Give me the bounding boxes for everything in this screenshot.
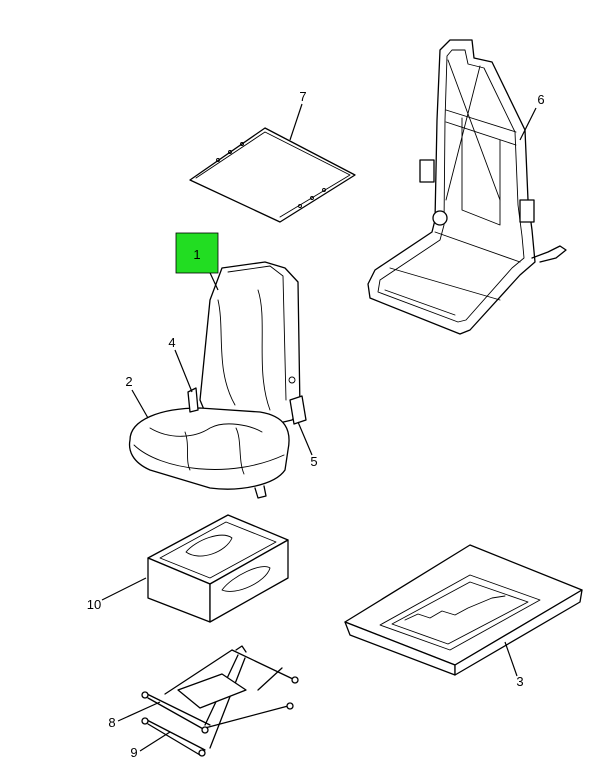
leader-8 (117, 701, 161, 722)
leader-lines (101, 103, 537, 752)
callout-9[interactable]: 9 (130, 745, 137, 760)
part-10-riser-box (147, 514, 289, 623)
leader-10 (101, 577, 147, 601)
leader-2 (131, 389, 149, 419)
part-1-seat-assembly (128, 261, 307, 499)
leader-4 (174, 349, 193, 393)
leader-3 (504, 641, 518, 677)
leader-9 (139, 731, 171, 752)
leader-7 (289, 103, 303, 141)
part-7-backrest-panel (189, 127, 356, 223)
callout-1-highlight[interactable] (175, 232, 219, 274)
callout-6[interactable]: 6 (537, 92, 544, 107)
callout-7[interactable]: 7 (299, 89, 306, 104)
callout-labels: 1 2 3 4 5 6 7 8 9 10 (87, 89, 545, 760)
part-6-seat-frame (367, 39, 567, 335)
callout-4[interactable]: 4 (168, 335, 175, 350)
callout-2[interactable]: 2 (125, 374, 132, 389)
callout-10[interactable]: 10 (87, 597, 101, 612)
callout-3[interactable]: 3 (516, 674, 523, 689)
part-3-base-plate (344, 544, 583, 676)
leader-5 (297, 421, 313, 456)
leader-6 (519, 107, 537, 141)
callout-1[interactable]: 1 (193, 247, 200, 262)
callout-8[interactable]: 8 (108, 715, 115, 730)
callout-5[interactable]: 5 (310, 454, 317, 469)
part-8-9-suspension-frame (141, 645, 299, 757)
